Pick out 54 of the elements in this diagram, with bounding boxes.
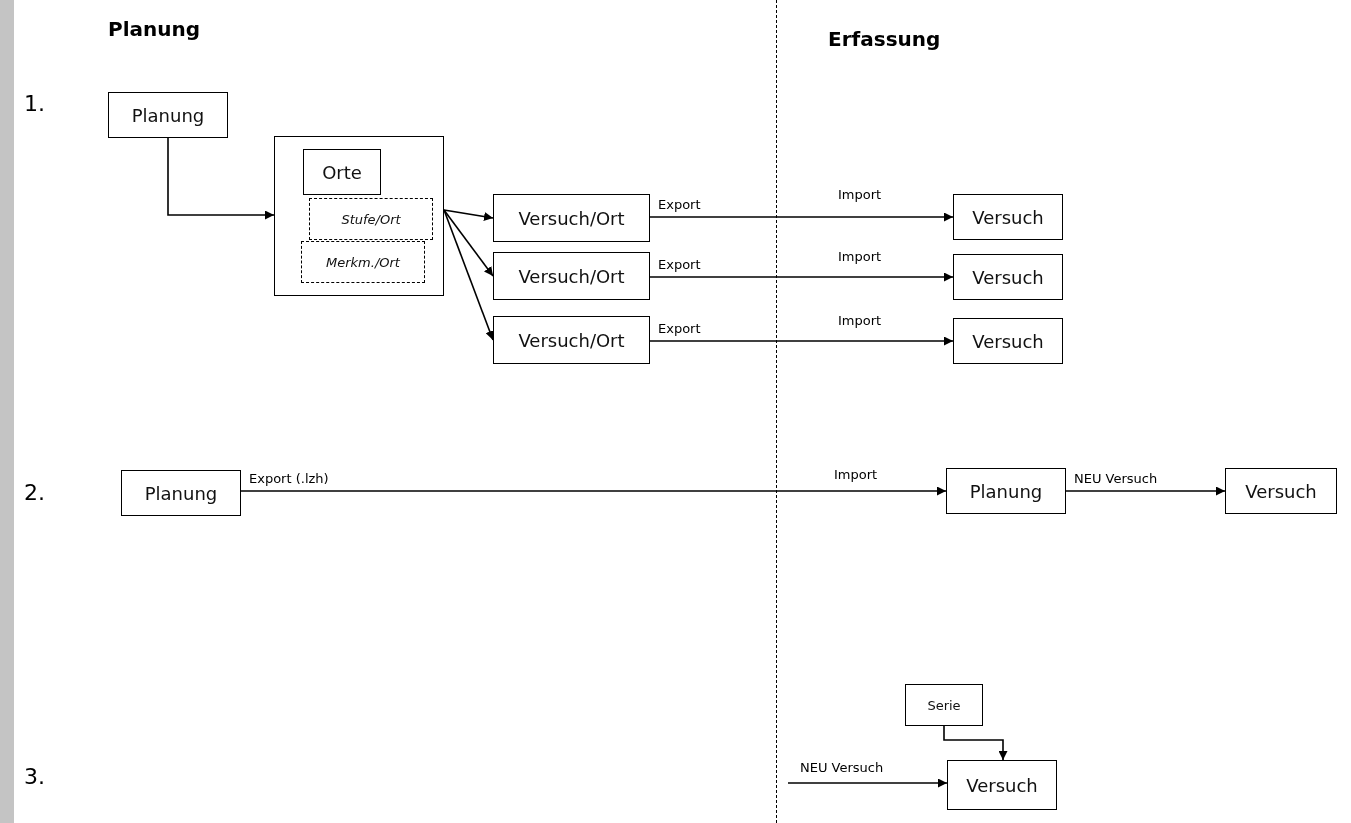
box-label: Planung	[131, 104, 205, 126]
edge-label: Export	[658, 322, 701, 337]
arrow	[443, 209, 494, 221]
process-box	[303, 149, 381, 195]
line-label: Import	[838, 250, 882, 265]
process-box	[1225, 468, 1337, 514]
edge-label: Export	[658, 198, 701, 213]
arrow	[787, 778, 948, 788]
arrow	[240, 486, 947, 496]
process-box	[108, 92, 228, 138]
row-number: 1.	[24, 92, 45, 117]
edge-label: Export (.lzh)	[249, 472, 329, 487]
box-label: Versuch/Ort	[518, 329, 625, 351]
arrow	[167, 137, 275, 220]
arrow	[649, 336, 954, 346]
edge-label: Export	[658, 258, 701, 273]
box-label: Merkm./Ort	[326, 254, 400, 270]
box-label: Planung	[144, 482, 218, 504]
line-label: Import	[838, 314, 882, 329]
box-label: Stufe/Ort	[341, 211, 401, 227]
arrow	[649, 272, 954, 282]
box-label: Versuch	[972, 206, 1044, 228]
box-label: Versuch	[972, 266, 1044, 288]
process-box	[946, 468, 1066, 514]
process-box	[953, 194, 1063, 240]
process-box	[121, 470, 241, 516]
column-heading: Planung	[108, 18, 201, 40]
box-label: Versuch	[972, 330, 1044, 352]
row-number: 3.	[24, 765, 45, 790]
process-box	[947, 760, 1057, 810]
arrow	[649, 212, 954, 222]
process-box	[493, 252, 650, 300]
process-box	[493, 194, 650, 242]
process-box	[309, 198, 433, 240]
column-heading: Erfassung	[828, 28, 941, 50]
box-label: Versuch/Ort	[518, 207, 625, 229]
box-label: Versuch	[966, 774, 1038, 796]
box-label: Versuch/Ort	[518, 265, 625, 287]
box-label: Versuch	[1245, 480, 1317, 502]
row-number: 2.	[24, 481, 45, 506]
process-box	[905, 684, 983, 726]
arrow	[1065, 486, 1226, 496]
process-box	[953, 318, 1063, 364]
box-label: Serie	[927, 697, 961, 713]
process-box	[953, 254, 1063, 300]
arrow	[443, 209, 494, 277]
line-label: Import	[838, 188, 882, 203]
process-box	[301, 241, 425, 283]
process-box	[493, 316, 650, 364]
box-label: Orte	[322, 161, 362, 183]
container-box	[274, 136, 444, 296]
arrow	[943, 725, 1008, 761]
line-label: Import	[834, 468, 878, 483]
box-label: Planung	[969, 480, 1043, 502]
